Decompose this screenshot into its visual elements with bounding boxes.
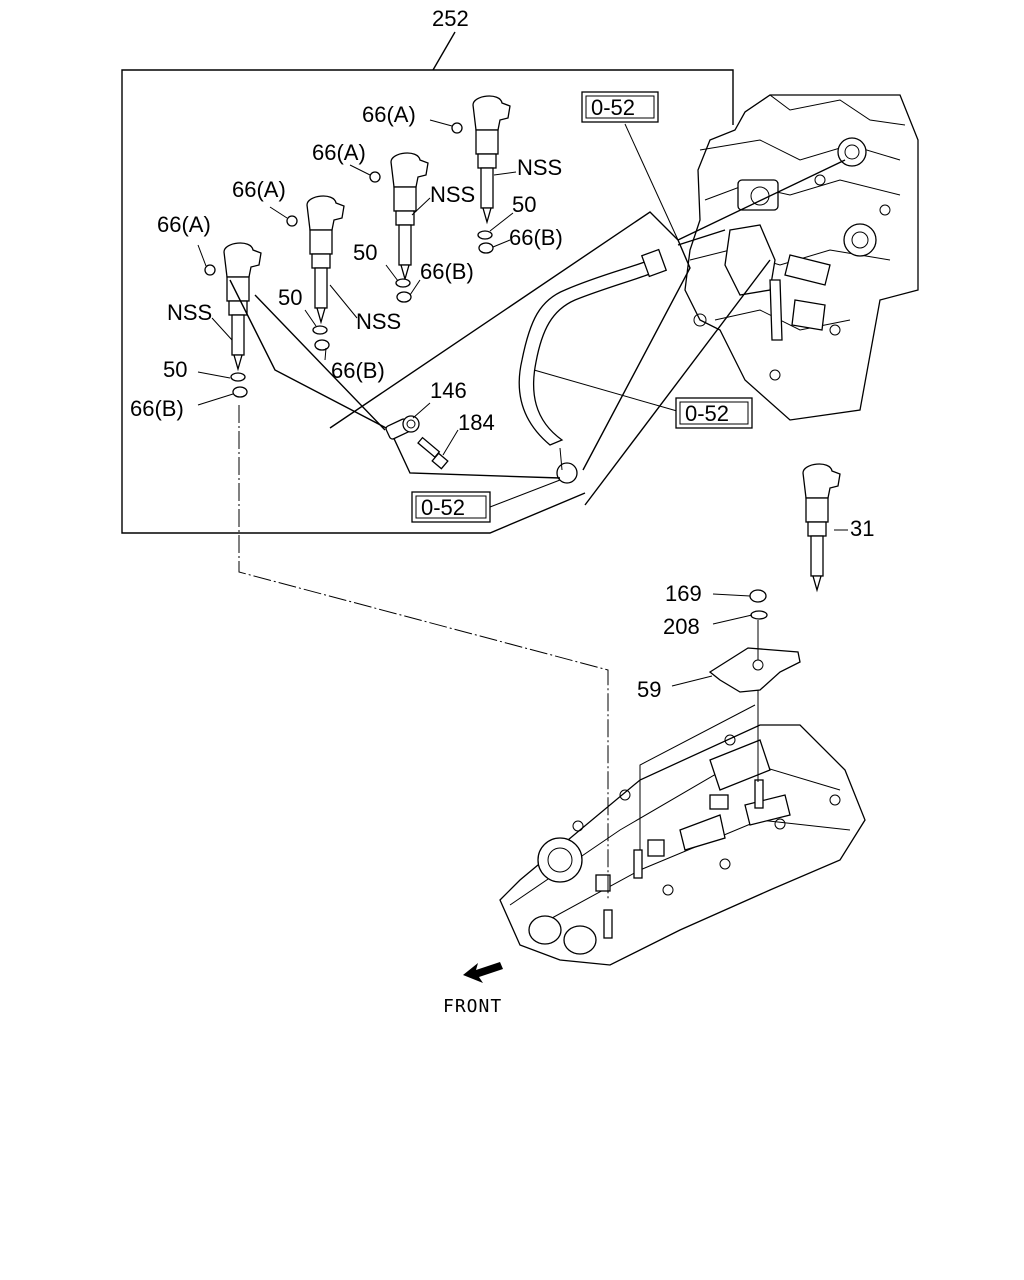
washers-a [204, 122, 463, 276]
injector-31 [802, 463, 841, 593]
label-169: 169 [665, 581, 702, 606]
clamp-leaders [639, 690, 759, 850]
bolt [417, 436, 449, 470]
ref-box-low[interactable]: 0-52 [411, 491, 491, 523]
washer-208 [750, 610, 768, 620]
label-66b-1: 66(B) [509, 225, 563, 250]
label-208: 208 [663, 614, 700, 639]
label-66a-1: 66(A) [362, 102, 416, 127]
label-146: 146 [430, 378, 467, 403]
ref-box-mid[interactable]: 0-52 [675, 397, 753, 429]
install-guide-line [238, 405, 609, 900]
label-50-4: 50 [163, 357, 187, 382]
label-184: 184 [458, 410, 495, 435]
injector-1 [472, 95, 511, 225]
label-nss-4: NSS [167, 300, 212, 325]
label-50-1: 50 [512, 192, 536, 217]
engine-block [684, 94, 919, 421]
label-66a-3: 66(A) [232, 177, 286, 202]
cylinder-head [499, 724, 866, 966]
label-31: 31 [850, 516, 874, 541]
label-50-2: 50 [353, 240, 377, 265]
washers-b [232, 242, 494, 398]
label-66b-3: 66(B) [331, 358, 385, 383]
injector-3 [306, 195, 345, 325]
front-arrow-icon [463, 962, 503, 983]
leak-off-pipe [329, 211, 691, 484]
label-59: 59 [637, 677, 661, 702]
label-50-3: 50 [278, 285, 302, 310]
label-66b-4: 66(B) [130, 396, 184, 421]
label-nss-3: NSS [356, 309, 401, 334]
front-label: FRONT [443, 996, 502, 1017]
injector-2 [390, 152, 429, 282]
assembly-frame [121, 31, 734, 534]
ref-box-top[interactable]: 0-52 [581, 91, 659, 123]
orings [230, 230, 493, 382]
engine-leaders [584, 123, 846, 506]
label-leaders [197, 119, 848, 687]
label-nss-2: NSS [430, 182, 475, 207]
eye-bolt [385, 415, 420, 440]
ref-label-mid: 0-52 [685, 401, 729, 426]
injector-4 [223, 242, 262, 372]
label-66b-2: 66(B) [420, 259, 474, 284]
ref-label-top: 0-52 [591, 95, 635, 120]
assembly-number: 252 [432, 6, 469, 31]
label-66a-2: 66(A) [312, 140, 366, 165]
label-nss-1: NSS [517, 155, 562, 180]
label-66a-4: 66(A) [157, 212, 211, 237]
nut-169 [749, 589, 767, 603]
ref-label-low: 0-52 [421, 495, 465, 520]
clamp-59 [708, 620, 801, 693]
